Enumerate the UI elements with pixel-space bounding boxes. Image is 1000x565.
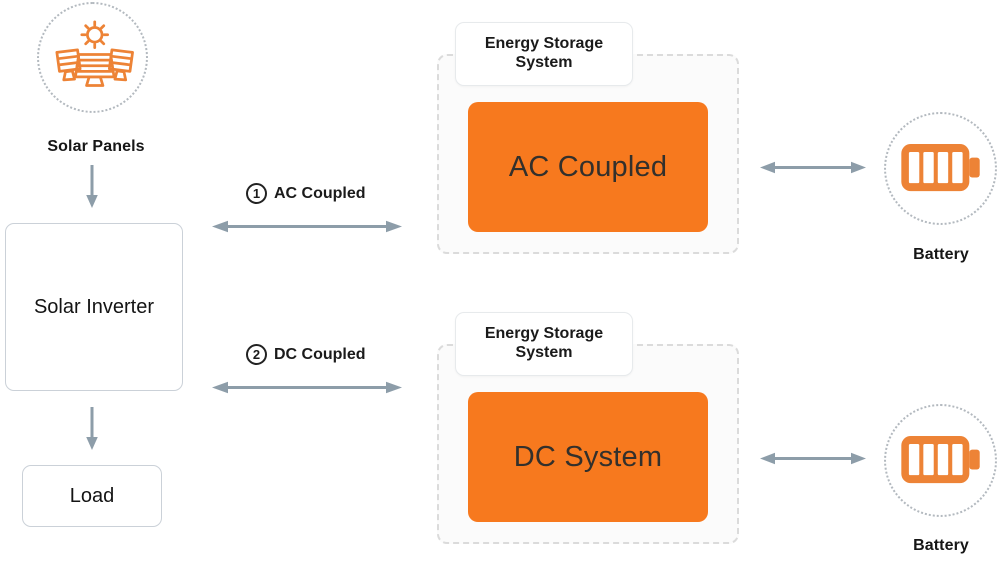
arrow-ess-dc-to-battery	[760, 451, 866, 466]
battery-node-dc	[884, 404, 997, 517]
ac-coupled-box: AC Coupled	[468, 102, 708, 232]
arrow-ess-ac-to-battery	[760, 160, 866, 175]
ess-tag-label: Energy Storage System	[484, 35, 604, 71]
battery-icon	[900, 143, 980, 192]
energy-storage-system-ac: Energy Storage System AC Coupled	[437, 22, 739, 254]
energy-storage-system-dc: Energy Storage System DC System	[437, 312, 739, 544]
connection-label-text: DC Coupled	[274, 345, 366, 363]
double-headed-arrow-icon	[212, 220, 402, 233]
ess-tag: Energy Storage System	[455, 22, 633, 86]
arrow-inverter-to-load	[84, 406, 100, 450]
arrow-inverter-ess-ac	[212, 219, 402, 234]
solar-panels-icon	[55, 20, 134, 87]
connection-number-badge: 2	[246, 344, 267, 365]
arrow-panels-to-inverter	[84, 164, 100, 208]
down-arrow-icon	[86, 407, 98, 450]
dc-system-box: DC System	[468, 392, 708, 522]
connection-ac-coupled-label: 1 AC Coupled	[246, 183, 366, 204]
battery-label: Battery	[913, 537, 969, 554]
load-node: Load	[22, 465, 162, 527]
down-arrow-icon	[86, 165, 98, 208]
battery-node-ac	[884, 112, 997, 225]
double-headed-arrow-icon	[760, 452, 866, 465]
connection-label-text: AC Coupled	[274, 184, 366, 202]
ac-coupled-box-label: AC Coupled	[508, 150, 668, 183]
battery-label: Battery	[913, 246, 969, 263]
solar-panels-label: Solar Panels	[47, 138, 145, 155]
solar-inverter-label: Solar Inverter	[33, 295, 155, 318]
load-label: Load	[69, 484, 115, 507]
dc-system-box-label: DC System	[513, 440, 663, 473]
ess-tag: Energy Storage System	[455, 312, 633, 376]
ess-tag-label: Energy Storage System	[484, 325, 604, 361]
solar-panels-node	[37, 2, 148, 113]
connection-number-badge: 1	[246, 183, 267, 204]
double-headed-arrow-icon	[212, 381, 402, 394]
double-headed-arrow-icon	[760, 161, 866, 174]
solar-inverter-node: Solar Inverter	[5, 223, 183, 391]
arrow-inverter-ess-dc	[212, 380, 402, 395]
connection-dc-coupled-label: 2 DC Coupled	[246, 344, 366, 365]
battery-icon	[900, 435, 980, 484]
